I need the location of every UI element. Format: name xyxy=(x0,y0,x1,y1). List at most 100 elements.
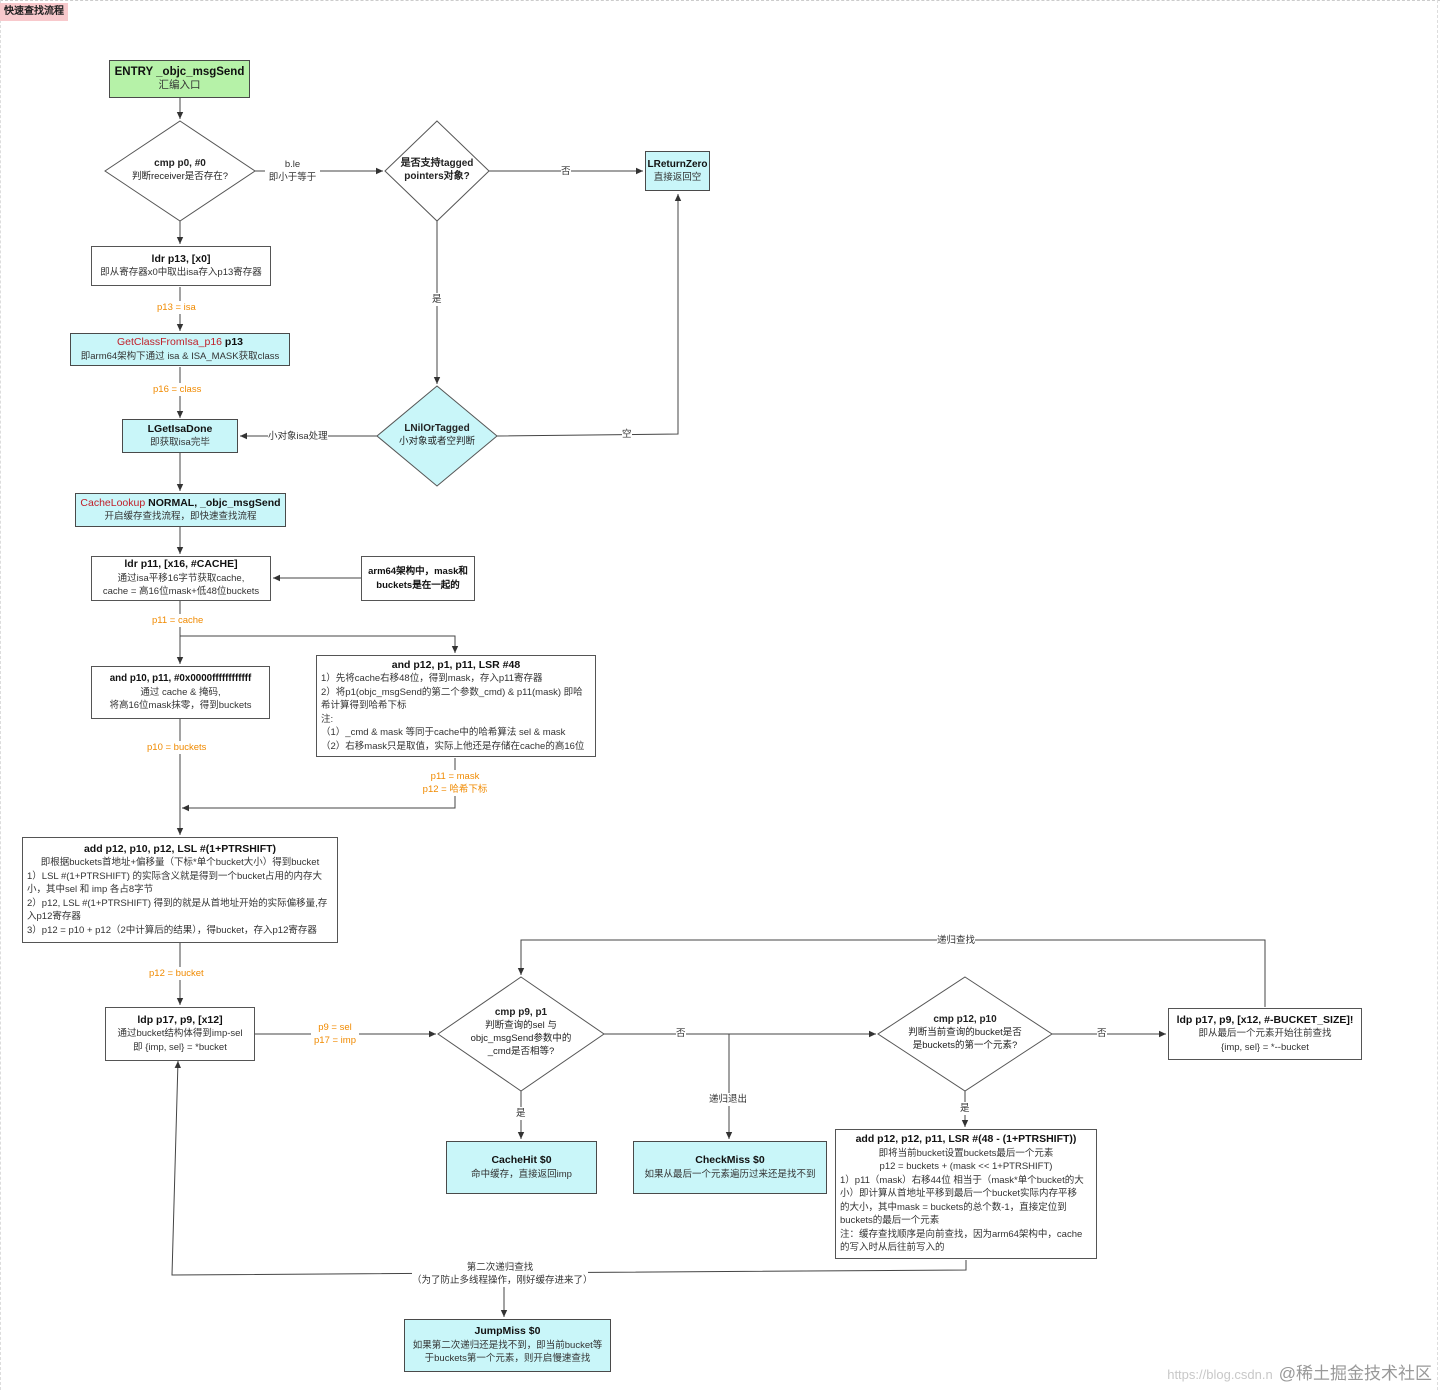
node-getclass-arg: p13 xyxy=(222,336,244,348)
node-entry-desc: 汇编入口 xyxy=(158,79,201,91)
node-lgetisadone-desc: 即获取isa完毕 xyxy=(150,437,210,448)
node-lreturnzero: LReturnZero 直接返回空 xyxy=(645,151,710,191)
node-entry-title: ENTRY _objc_msgSend xyxy=(114,65,245,78)
node-cmp-p9: cmp p9, p1 判断查询的sel 与 objc_msgSend参数中的 _… xyxy=(456,1006,586,1058)
node-cmp-p9-desc1: 判断查询的sel 与 xyxy=(485,1020,557,1031)
node-cachelookup: CacheLookup NORMAL, _objc_msgSend 开启缓存查找… xyxy=(75,493,286,527)
edge-label-no-cmp-p12: 否 xyxy=(1097,1027,1107,1040)
node-getclass-func: GetClassFromIsa_p16 xyxy=(116,336,223,348)
node-cachehit: CacheHit $0 命中缓存，直接返回imp xyxy=(446,1141,597,1194)
node-getclassfromisa: GetClassFromIsa_p16 p13 即arm64架构下通过 isa … xyxy=(70,333,290,366)
node-and-p12-line: 1）先将cache右移48位，得到mask，存入p11寄存器 xyxy=(321,673,543,685)
edge-label-ble: b.le 即小于等于 xyxy=(265,158,320,184)
node-add-last-line: 的写入时从后往前写入的 xyxy=(840,1242,945,1254)
value-label-sel-imp: p9 = sel p17 = imp xyxy=(311,1021,359,1047)
value-label-p12-bucket: p12 = bucket xyxy=(149,967,204,980)
node-add-p12-line: 3）p12 = p10 + p12（2中计算后的结果），得bucket，存入p1… xyxy=(27,924,317,936)
node-cachehit-title: CacheHit $0 xyxy=(491,1154,552,1166)
node-tagged-line1: 是否支持tagged xyxy=(400,158,474,169)
node-add-last-desc1: 即将当前bucket设置buckets最后一个元素 xyxy=(878,1147,1054,1159)
node-cachelookup-args: NORMAL, _objc_msgSend xyxy=(145,496,281,509)
node-ldr-p11: ldr p11, [x16, #CACHE] 通过isa平移16字节获取cach… xyxy=(91,556,271,601)
edge-label-yes-cmp-p9: 是 xyxy=(516,1107,526,1120)
watermark-url: https://blog.csdn.n xyxy=(1167,1367,1273,1382)
node-cachehit-desc: 命中缓存，直接返回imp xyxy=(471,1168,572,1180)
node-and-p10: and p10, p11, #0x0000ffffffffffff 通过 cac… xyxy=(91,666,270,719)
edge-label-second-recursive-note: （为了防止多线程操作，刚好缓存进来了） xyxy=(412,1275,593,1286)
node-ldp-last-desc2: {imp, sel} = *--bucket xyxy=(1221,1041,1309,1053)
node-add-p12-title: add p12, p10, p12, LSL #(1+PTRSHIFT) xyxy=(83,842,277,855)
node-lnilortagged: LNilOrTagged 小对象或者空判断 xyxy=(387,422,487,448)
canvas-frame-right xyxy=(1437,0,1438,1390)
node-ldr-p11-title: ldr p11, [x16, #CACHE] xyxy=(124,558,238,571)
node-add-last-desc2: p12 = buckets + (mask << 1+PTRSHIFT) xyxy=(879,1161,1053,1173)
value-label-p11-p12: p11 = mask p12 = 哈希下标 xyxy=(420,770,490,796)
edge-label-ble-desc: 即小于等于 xyxy=(268,172,317,183)
node-cmp-p0: cmp p0, #0 判断receiver是否存在? xyxy=(115,157,245,183)
node-add-last-title: add p12, p12, p11, LSR #(48 - (1+PTRSHIF… xyxy=(855,1133,1077,1146)
node-ldp-last-title: ldp p17, p9, [x12, #-BUCKET_SIZE]! xyxy=(1176,1013,1354,1026)
node-lreturnzero-title: LReturnZero xyxy=(647,158,708,170)
node-arm64-note: arm64架构中，mask和 buckets是在一起的 xyxy=(361,556,475,601)
edge-label-small-object: 小对象isa处理 xyxy=(268,430,328,443)
value-label-p11-mask: p11 = mask xyxy=(430,771,480,782)
node-add-last-line: 的大小，其中mask = buckets的总个数-1，直接定位到 xyxy=(840,1201,1067,1213)
edge-label-no-tagged: 否 xyxy=(561,165,571,178)
value-label-p11-cache: p11 = cache xyxy=(152,614,204,627)
node-jumpmiss-desc1: 如果第二次递归还是找不到，即当前bucket等 xyxy=(412,1339,603,1351)
node-add-p12-line: 2）p12, LSL #(1+PTRSHIFT) 得到的就是从首地址开始的实际偏… xyxy=(27,897,328,909)
edge-label-yes-tagged: 是 xyxy=(432,293,442,306)
node-ldr-p13-title: ldr p13, [x0] xyxy=(151,252,211,265)
value-label-p17-imp: p17 = imp xyxy=(314,1035,356,1046)
edge-label-yes-cmp-p12: 是 xyxy=(960,1102,970,1115)
node-tagged-line2: pointers对象? xyxy=(404,171,470,182)
diamond-lnilortagged xyxy=(376,385,498,487)
node-ldr-p13: ldr p13, [x0] 即从寄存器x0中取出isa存入p13寄存器 xyxy=(91,246,271,286)
node-and-p12-line: 2）将p1(objc_msgSend的第二个参数_cmd) & p11(mask… xyxy=(321,686,583,698)
node-add-p12: add p12, p10, p12, LSL #(1+PTRSHIFT) 即根据… xyxy=(22,837,338,943)
node-add-last-line: 注：缓存查找顺序是向前查找，因为arm64架构中，cache xyxy=(840,1228,1083,1240)
node-ldp-p17-title: ldp p17, p9, [x12] xyxy=(137,1013,223,1026)
node-and-p10-title: and p10, p11, #0x0000ffffffffffff xyxy=(109,673,252,685)
node-ldr-p13-desc: 即从寄存器x0中取出isa存入p13寄存器 xyxy=(100,267,262,278)
value-label-p16-class: p16 = class xyxy=(153,383,202,396)
node-ldp-p17-desc2: 即 {imp, sel} = *bucket xyxy=(133,1041,227,1053)
watermark: https://blog.csdn.n @稀土掘金技术社区 xyxy=(1167,1359,1432,1384)
node-lgetisadone: LGetIsaDone 即获取isa完毕 xyxy=(122,419,238,453)
node-tagged-question: 是否支持tagged pointers对象? xyxy=(392,157,482,183)
node-add-p12-line: 入p12寄存器 xyxy=(27,911,81,923)
node-getclass-desc: 即arm64架构下通过 isa & ISA_MASK获取class xyxy=(80,350,280,362)
watermark-brand: @稀土掘金技术社区 xyxy=(1278,1364,1432,1383)
node-and-p12-title: and p12, p1, p11, LSR #48 xyxy=(391,658,521,671)
node-lnilortagged-desc: 小对象或者空判断 xyxy=(398,436,475,447)
edge-label-second-recursive: 第二次递归查找 （为了防止多线程操作，刚好缓存进来了） xyxy=(412,1261,593,1287)
node-entry: ENTRY _objc_msgSend 汇编入口 xyxy=(109,60,250,98)
node-cachelookup-func: CacheLookup xyxy=(80,496,146,509)
node-add-last-line: buckets的最后一个元素 xyxy=(840,1215,940,1227)
edge-label-second-recursive-title: 第二次递归查找 xyxy=(466,1262,534,1273)
value-label-p12-hash: p12 = 哈希下标 xyxy=(422,784,488,795)
node-and-p12-line: 希计算得到哈希下标 xyxy=(321,700,407,712)
node-lnilortagged-title: LNilOrTagged xyxy=(404,423,470,434)
node-jumpmiss-title: JumpMiss $0 xyxy=(474,1325,541,1338)
node-add-p12-line: 即根据buckets首地址+偏移量（下标*单个bucket大小）得到bucket xyxy=(40,857,320,869)
node-cmp-p9-desc2: objc_msgSend参数中的 xyxy=(470,1033,572,1044)
edge-label-ble-op: b.le xyxy=(284,159,301,170)
node-and-p12-line: （1）_cmd & mask 等同于cache中的哈希算法 sel & mask xyxy=(321,727,566,739)
node-add-last-line: 小）即计算从首地址平移到最后一个bucket实际内存平移 xyxy=(840,1188,1077,1200)
edge-label-recursive-exit: 递归退出 xyxy=(709,1093,748,1106)
value-label-p9-sel: p9 = sel xyxy=(318,1022,352,1033)
node-add-p12-line: 小，其中sel 和 imp 各占8字节 xyxy=(27,884,154,896)
node-checkmiss: CheckMiss $0 如果从最后一个元素遍历过来还是找不到 xyxy=(633,1141,827,1194)
edge-label-no-cmp-p9: 否 xyxy=(676,1027,686,1040)
node-cmp-p0-desc: 判断receiver是否存在? xyxy=(131,171,229,182)
node-cmp-p9-title: cmp p9, p1 xyxy=(494,1007,548,1018)
edge-label-recursive: 递归查找 xyxy=(937,934,976,947)
node-cmp-p12-title: cmp p12, p10 xyxy=(933,1014,997,1025)
node-jumpmiss-desc2: 于buckets第一个元素，则开启慢速查找 xyxy=(424,1353,591,1365)
node-add-p12-line: 1）LSL #(1+PTRSHIFT) 的实际含义就是得到一个bucket占用的… xyxy=(27,870,322,882)
node-ldp-last: ldp p17, p9, [x12, #-BUCKET_SIZE]! 即从最后一… xyxy=(1168,1008,1362,1060)
node-and-p10-desc2: 将高16位mask抹零，得到buckets xyxy=(109,700,252,712)
node-cachelookup-desc: 开启缓存查找流程，即快速查找流程 xyxy=(104,511,257,522)
node-and-p12-line: （2）右移mask只是取值，实际上他还是存储在cache的高16位 xyxy=(321,740,585,752)
